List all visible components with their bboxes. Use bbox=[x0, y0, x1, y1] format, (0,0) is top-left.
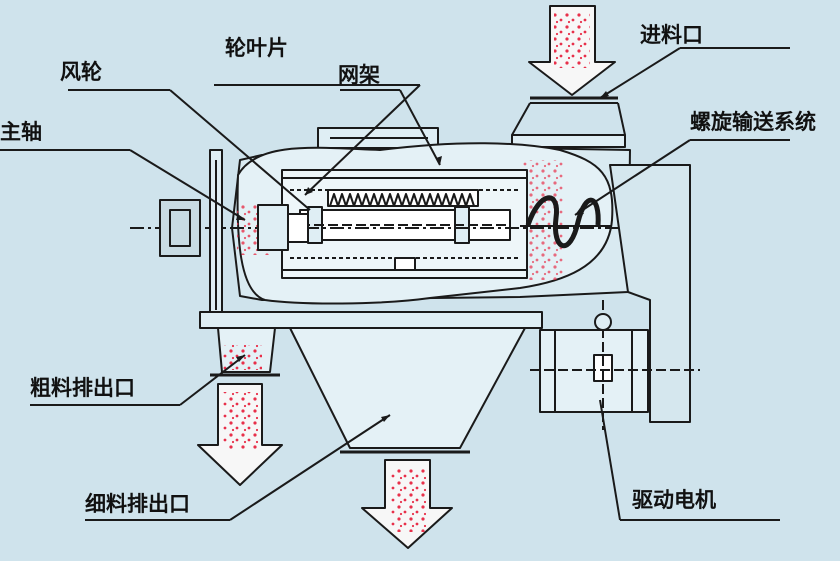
leader-arrowheads bbox=[236, 91, 609, 422]
label-screen-frame: 网架 bbox=[338, 63, 380, 87]
base-plate bbox=[199, 311, 543, 329]
left-frame bbox=[209, 149, 223, 321]
label-screw-conveyor: 螺旋输送系统 bbox=[690, 110, 816, 134]
label-fan-wheel: 风轮 bbox=[60, 60, 102, 84]
rotor-cage bbox=[281, 169, 528, 279]
label-main-shaft: 主轴 bbox=[0, 120, 42, 144]
label-impeller-blade: 轮叶片 bbox=[225, 36, 288, 60]
fine-arrow bbox=[361, 459, 453, 549]
coarse-arrow bbox=[197, 383, 283, 486]
label-drive-motor: 驱动电机 bbox=[632, 488, 716, 512]
label-feed-inlet: 进料口 bbox=[640, 23, 703, 47]
coarse-outlet-chute bbox=[210, 327, 280, 377]
leader-lines bbox=[0, 47, 790, 521]
feed-arrow bbox=[528, 5, 616, 96]
screw-conveyor bbox=[520, 195, 612, 248]
drive-housing bbox=[609, 164, 691, 423]
fine-outlet-cone bbox=[289, 327, 526, 454]
feed-hopper bbox=[511, 96, 626, 148]
label-coarse-outlet: 粗料排出口 bbox=[30, 376, 135, 400]
drive-motor bbox=[530, 300, 700, 430]
label-fine-outlet: 细料排出口 bbox=[85, 492, 190, 516]
